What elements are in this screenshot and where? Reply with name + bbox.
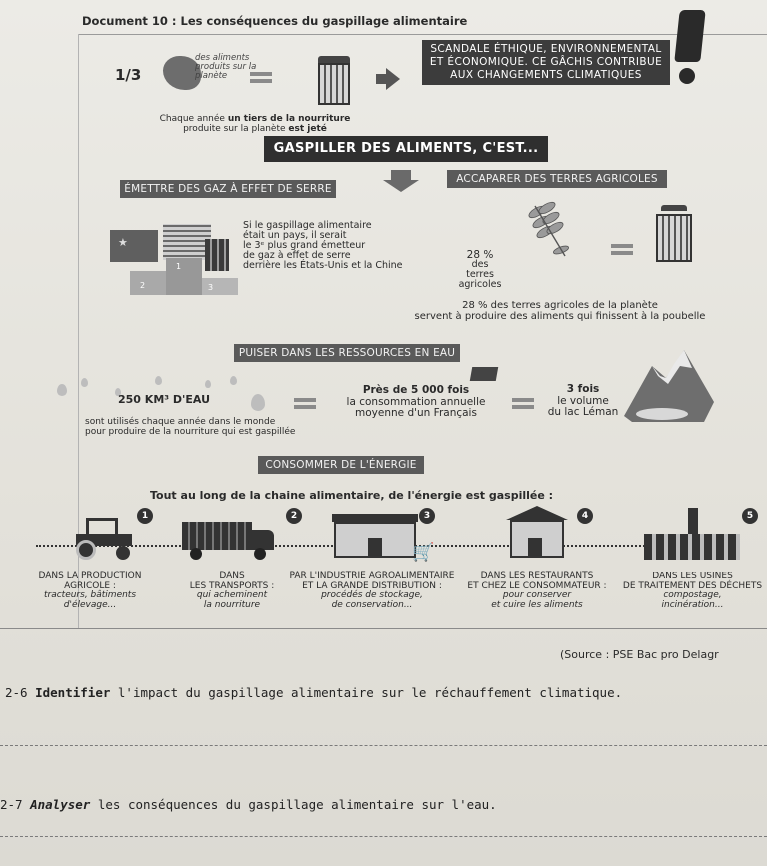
leman-comparison: 3 fois le volume du lac Léman xyxy=(547,383,619,418)
top-rule xyxy=(78,34,767,35)
scandal-line: SCANDALE ÉTHIQUE, ENVIRONNEMENTAL xyxy=(430,43,662,55)
factory-icon xyxy=(644,508,740,562)
podium-label-2: 2 xyxy=(140,281,146,290)
one-third-caption: Chaque année un tiers de la nourriture p… xyxy=(159,114,351,134)
shower-icon xyxy=(469,367,499,381)
equals-icon xyxy=(294,398,316,409)
answer-line-2-6[interactable] xyxy=(0,745,767,746)
star-icon: ★ xyxy=(118,236,128,249)
stage-number-1: 1 xyxy=(137,508,153,524)
supermarket-icon: 🛒 xyxy=(332,514,434,566)
source-rule xyxy=(0,628,767,629)
flag-icon xyxy=(110,230,158,262)
tractor-icon xyxy=(70,518,136,562)
stage-label-usines: DANS LES USINES DE TRAITEMENT DES DÉCHET… xyxy=(622,572,763,610)
land-conclusion: 28 % des terres agricoles de la planète … xyxy=(414,300,706,322)
stage-label-industrie: PAR L'INDUSTRIE AGROALIMENTAIRE ET LA GR… xyxy=(289,571,455,610)
question-2-6: 2-6 Identifier l'impact du gaspillage al… xyxy=(5,685,623,700)
scandal-banner: SCANDALE ÉTHIQUE, ENVIRONNEMENTAL ET ÉCO… xyxy=(422,40,670,85)
cart-icon: 🛒 xyxy=(412,542,435,563)
down-arrow-stem xyxy=(391,170,411,180)
answer-line-2-7[interactable] xyxy=(0,836,767,837)
podium-step-1 xyxy=(166,258,202,295)
stage-label-production: DANS LA PRODUCTION AGRICOLE : tracteurs,… xyxy=(38,571,142,610)
restaurant-house-icon xyxy=(506,506,568,560)
water-volume-caption: sont utilisés chaque année dans le monde… xyxy=(85,417,296,437)
podium-label-3: 3 xyxy=(208,283,214,292)
equals-icon xyxy=(250,72,272,83)
aliments-label: des aliments produits sur la planète xyxy=(195,53,257,81)
bin-podium-icon xyxy=(205,239,229,271)
planet-icon xyxy=(163,56,201,90)
water-drops-icon xyxy=(55,374,285,414)
water-consumption-comparison: Près de 5 000 fois la consommation annue… xyxy=(346,384,486,419)
scandal-line: ET ÉCONOMIQUE. CE GÂCHIS CONTRIBUE xyxy=(429,56,663,68)
trash-bin-icon xyxy=(318,56,350,105)
question-2-7: 2-7 Analyser les conséquences du gaspill… xyxy=(0,797,497,812)
water-volume: 250 KM³ D'EAU xyxy=(118,393,211,406)
frame-left-rule xyxy=(78,34,79,628)
land-percentage: 28 % des terres agricoles xyxy=(458,249,502,290)
down-arrow-icon xyxy=(383,180,419,192)
mountain-icon xyxy=(624,350,714,422)
stage-number-3: 3 xyxy=(419,508,435,524)
trash-bin-icon xyxy=(656,205,692,262)
document-title: Document 10 : Les conséquences du gaspil… xyxy=(82,14,468,28)
equals-icon xyxy=(512,398,534,409)
one-third-fraction: 1/3 xyxy=(115,66,142,84)
exclamation-dot-icon xyxy=(679,68,695,84)
stage-number-5: 5 xyxy=(742,508,758,524)
stage-label-transports: DANS LES TRANSPORTS : qui acheminent la … xyxy=(189,571,275,610)
land-section-title: ACCAPARER DES TERRES AGRICOLES xyxy=(447,170,667,188)
energy-subtitle: Tout au long de la chaine alimentaire, d… xyxy=(150,489,554,502)
stage-label-restaurants: DANS LES RESTAURANTS ET CHEZ LE CONSOMMA… xyxy=(467,571,607,610)
ges-section-title: ÉMETTRE DES GAZ À EFFET DE SERRE xyxy=(120,180,336,198)
equals-icon xyxy=(611,244,633,255)
stage-number-4: 4 xyxy=(577,508,593,524)
stage-number-2: 2 xyxy=(286,508,302,524)
energy-section-title: CONSOMMER DE L'ÉNERGIE xyxy=(258,456,424,474)
truck-icon xyxy=(182,522,276,560)
scandal-line: AUX CHANGEMENTS CLIMATIQUES xyxy=(450,69,642,81)
usa-flag-icon xyxy=(163,224,211,260)
wheat-icon xyxy=(528,201,569,257)
podium-step-2 xyxy=(130,271,166,295)
source-citation: (Source : PSE Bac pro Delagr xyxy=(560,648,719,661)
arrow-right-icon xyxy=(376,68,400,90)
podium-step-3 xyxy=(202,278,238,295)
ges-text: Si le gaspillage alimentaire était un pa… xyxy=(243,220,403,271)
podium-label-1: 1 xyxy=(176,262,182,271)
exclamation-icon xyxy=(674,10,706,62)
main-banner: GASPILLER DES ALIMENTS, C'EST... xyxy=(264,136,548,162)
water-section-title: PUISER DANS LES RESSOURCES EN EAU xyxy=(234,344,460,362)
